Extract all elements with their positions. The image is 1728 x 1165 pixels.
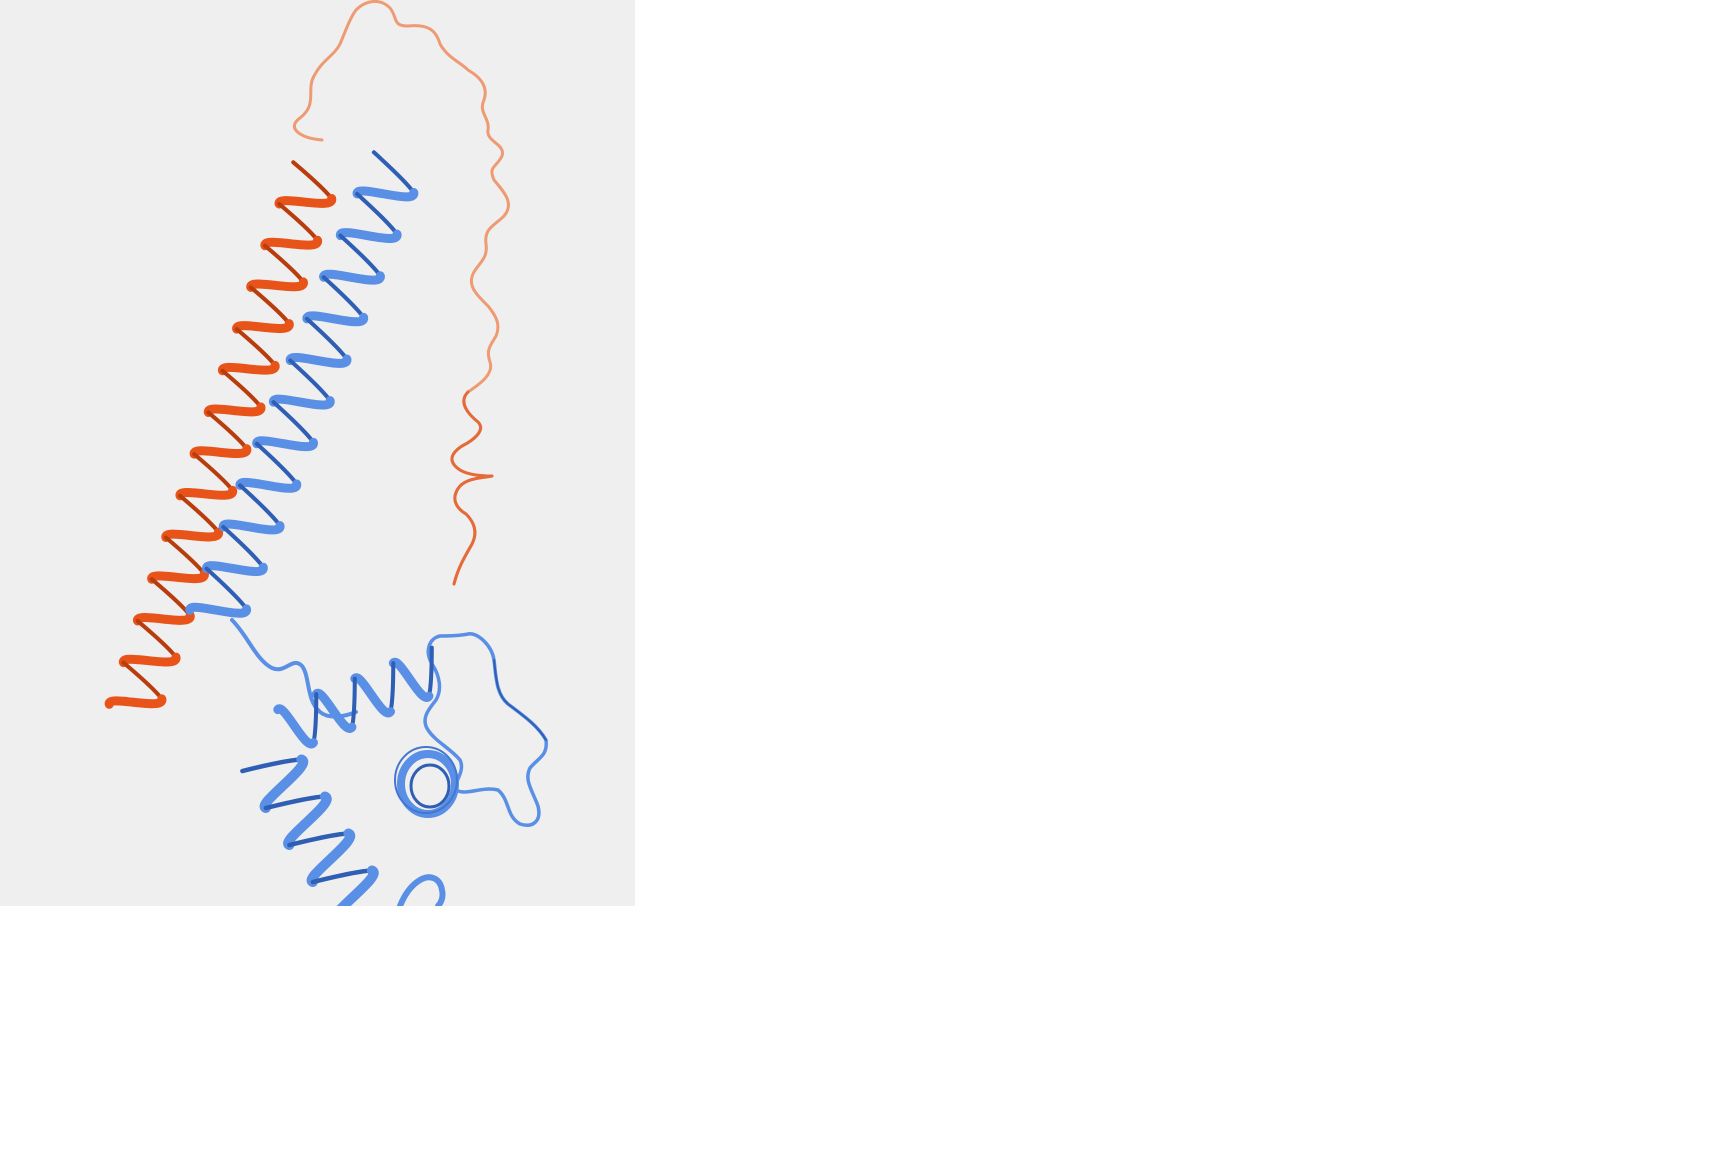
viewport-background [0, 0, 635, 906]
blue-chain-helix-bottom [240, 754, 379, 906]
helix-turn-front [246, 277, 308, 292]
helix-turn-front [175, 485, 238, 501]
helix-turn-front [352, 186, 419, 202]
helix-turn-front [274, 194, 337, 209]
helix-turn-front [133, 610, 195, 626]
helix-turn-front [252, 436, 318, 452]
helix-turn-front [218, 519, 285, 535]
blue-chain-helix-end-on-outer [394, 746, 458, 814]
blue-chain-loop-right-shade [493, 659, 547, 741]
blue-chain-fragment-bottom [397, 874, 446, 906]
helix-turn-front [388, 657, 434, 702]
helix-turn-front [232, 319, 294, 334]
helix-turn-front [283, 791, 332, 851]
protein-ribbon-render [0, 0, 635, 906]
helix-turn-front [311, 688, 357, 733]
helix-turn-front [269, 394, 335, 410]
blue-chain-helix-long [185, 150, 419, 618]
helix-turn-front [319, 269, 385, 285]
helix-turn-front [235, 477, 302, 493]
orange-chain-coil-tail [450, 390, 494, 586]
helix-turn-front [202, 561, 268, 576]
blue-chain-coil [230, 618, 358, 719]
molecule-viewport[interactable] [0, 0, 635, 906]
helix-turn-front [285, 353, 352, 368]
blue-chain-loop-right [423, 632, 548, 827]
helix-turn-front [306, 828, 356, 888]
helix-turn-front [185, 602, 251, 618]
helix-turn-front [336, 865, 379, 906]
blue-chain-helix-end-on-inner [409, 763, 451, 809]
helix-turn-front [147, 569, 209, 584]
helix-turn-front [189, 444, 252, 459]
helix-turn-front [335, 228, 402, 243]
blue-chain-helix-end-on [397, 750, 459, 818]
helix-turn-front [259, 754, 309, 814]
blue-chain-helix-short [273, 645, 434, 749]
helix-turn-front [203, 402, 266, 417]
helix-turn-front [302, 311, 369, 327]
helix-turn-front [118, 652, 181, 668]
helix-turn-front [260, 235, 322, 251]
helix-turn-front [218, 360, 280, 376]
helix-turn-front [350, 673, 395, 718]
helix-turn-front [273, 704, 318, 749]
helix-turn-front [161, 527, 223, 543]
helix-turn-front [104, 694, 167, 709]
